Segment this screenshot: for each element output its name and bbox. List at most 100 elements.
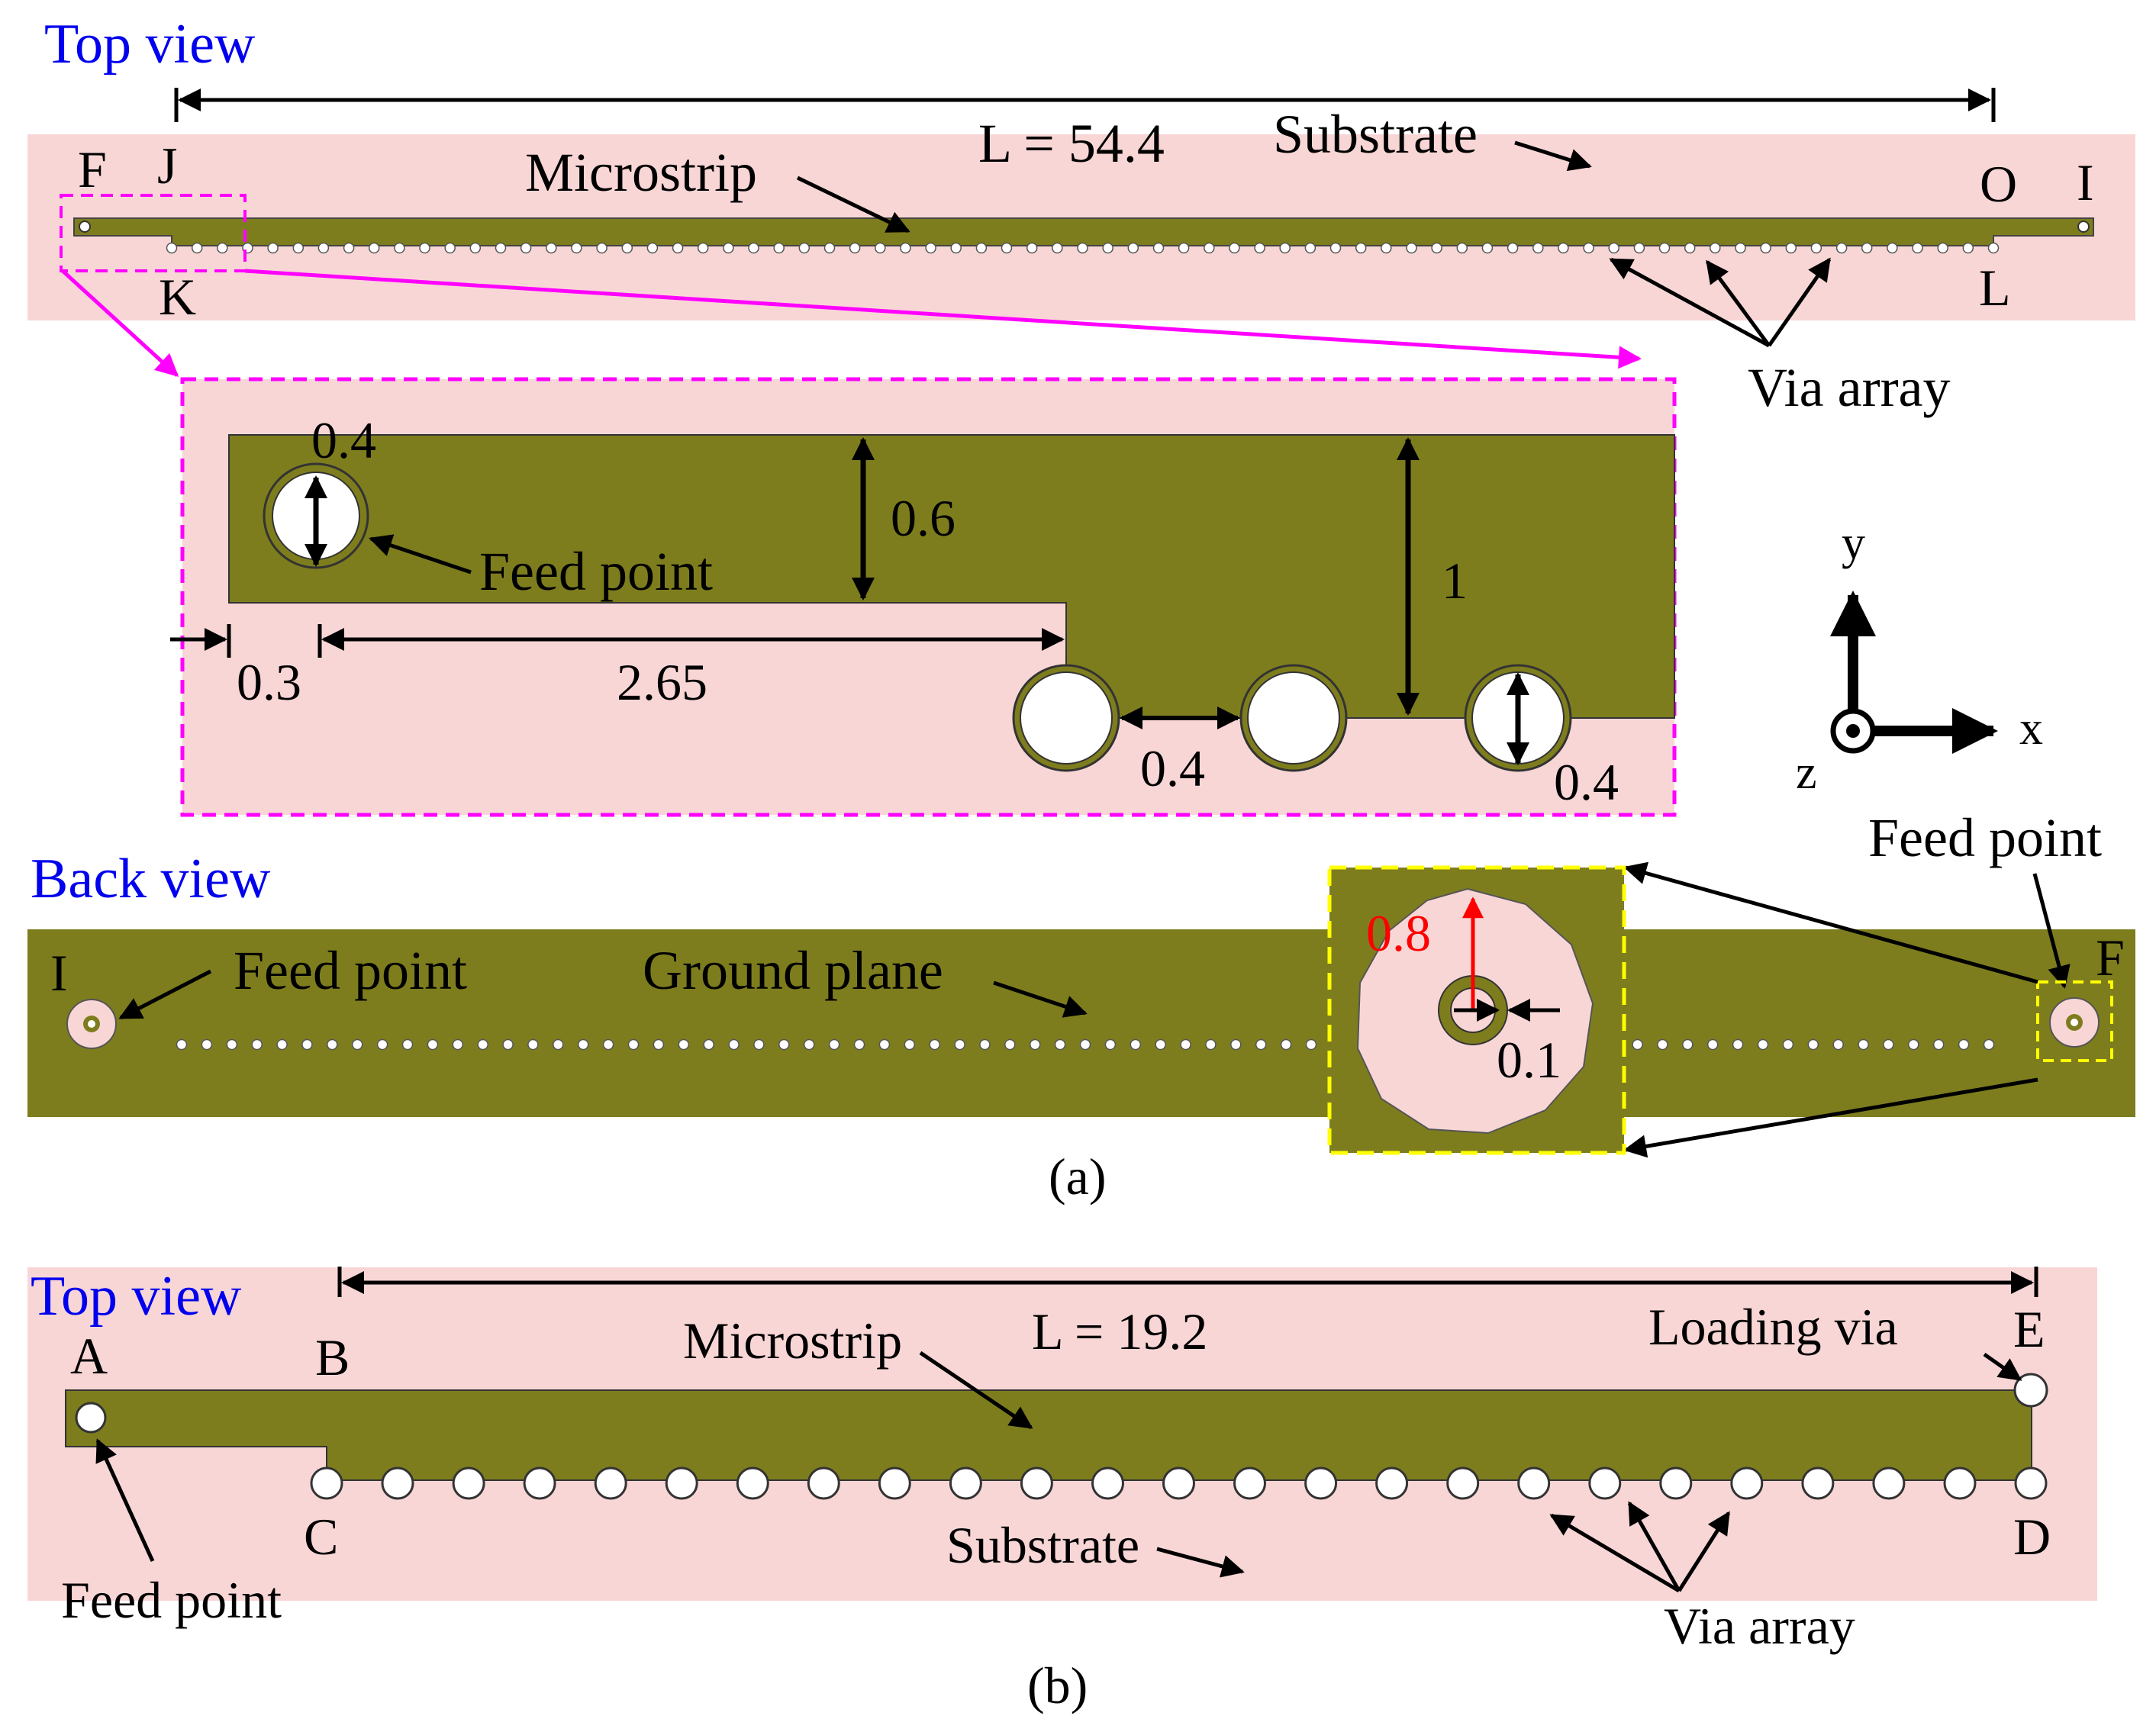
via [748, 242, 759, 254]
via [1912, 242, 1923, 254]
via [723, 242, 734, 254]
via [502, 1038, 514, 1051]
via [949, 1466, 982, 1500]
via [1633, 242, 1645, 254]
via [1757, 1038, 1769, 1051]
via [444, 242, 456, 254]
via [878, 1038, 891, 1051]
panel-b-substrate-arrow [1156, 1547, 1245, 1578]
via [1861, 242, 1873, 254]
via [803, 1038, 815, 1051]
back-feed-label-right: Feed point [1868, 807, 2102, 868]
panel-b-via-array-label: Via array [1664, 1597, 1855, 1655]
via [1178, 242, 1190, 254]
z-axis-label: z [1796, 747, 1817, 799]
via [1835, 242, 1848, 254]
via [1730, 1466, 1764, 1500]
via [1127, 242, 1139, 254]
via [1305, 1038, 1317, 1051]
via [1632, 1038, 1643, 1051]
zoom-via-2-hole [1247, 671, 1340, 765]
panel-a-zoom-indicator-box [60, 194, 247, 272]
via [1205, 1038, 1217, 1051]
via [1684, 242, 1696, 254]
panel-a-via-array-arrow-3 [1767, 257, 1832, 347]
back-point-label-I: I [50, 944, 68, 1002]
via [166, 242, 178, 254]
panel-b-top-view: Top view L = 19.2 A B C D E Microstrip L… [27, 1265, 2097, 1655]
panel-b-via-array-arrow-1 [1549, 1513, 1681, 1593]
via [1091, 1466, 1124, 1500]
via [753, 1038, 765, 1051]
via [217, 242, 228, 254]
via [523, 1466, 556, 1500]
back-feed-arrow-left [118, 969, 212, 1020]
via [1872, 1466, 1906, 1500]
via [875, 242, 886, 254]
panel-b-microstrip [65, 1389, 2032, 1481]
via [469, 242, 482, 254]
panel-a-zoom-connector-right [244, 269, 1642, 369]
via [1983, 1038, 1995, 1051]
via [292, 242, 305, 254]
via [1507, 242, 1519, 254]
via [1710, 242, 1721, 254]
panel-a-microstrip [73, 217, 2094, 246]
via [807, 1466, 840, 1500]
via [828, 1038, 840, 1051]
back-via-array [176, 1038, 1995, 1051]
zoom-dim-strip-width: 0.6 [891, 489, 956, 547]
via [653, 1038, 665, 1051]
via [1229, 242, 1240, 254]
via [1943, 1466, 1977, 1500]
via [1152, 242, 1165, 254]
panel-a-substrate-arrow [1514, 140, 1592, 172]
via [950, 242, 962, 254]
panel-b-length-label: L = 19.2 [1032, 1302, 1207, 1360]
via [1937, 242, 1948, 254]
via [1987, 242, 2000, 254]
coordinate-axes: y x z [1796, 517, 2043, 799]
via [201, 1038, 213, 1051]
y-axis-label: y [1842, 517, 1865, 569]
via [351, 1038, 363, 1051]
via [1052, 242, 1063, 254]
back-dim-outer: 0.8 [1366, 904, 1431, 962]
via [310, 1466, 343, 1500]
via [327, 1038, 338, 1051]
panel-b-via-array-arrow-2 [1627, 1501, 1681, 1592]
panel-b-point-label-E: E [2013, 1300, 2045, 1358]
via [527, 1038, 539, 1051]
via [1104, 1038, 1117, 1051]
via [1079, 1038, 1091, 1051]
panel-a-microstrip-arrow [796, 175, 910, 233]
via [2014, 1466, 2048, 1500]
via [495, 242, 507, 254]
panel-b-point-label-C: C [304, 1508, 338, 1566]
panel-a-back-view: Back view I F Feed point Ground plane Fe… [27, 807, 2135, 1158]
zoom-dim-step-length: 2.65 [617, 653, 707, 711]
via [191, 242, 203, 254]
via [596, 242, 607, 254]
panel-b-feed-arrow [95, 1438, 155, 1563]
point-label-J: J [157, 137, 177, 195]
panel-b-microstrip-label: Microstrip [683, 1312, 902, 1370]
via [1659, 1466, 1693, 1500]
back-point-label-F: F [2096, 929, 2125, 987]
via [1381, 242, 1392, 254]
back-ground-plane-label: Ground plane [643, 940, 943, 1001]
via [1280, 1038, 1292, 1051]
via [317, 242, 330, 254]
panel-a-via-array [166, 242, 2000, 254]
via [1658, 242, 1671, 254]
via [1782, 1038, 1794, 1051]
via [381, 1466, 414, 1500]
via [1029, 1038, 1041, 1051]
via [1962, 242, 1974, 254]
via [736, 1466, 769, 1500]
via [1004, 1038, 1016, 1051]
via [925, 242, 936, 254]
panel-a-substrate-label: Substrate [1273, 104, 1478, 165]
via [878, 1466, 911, 1500]
